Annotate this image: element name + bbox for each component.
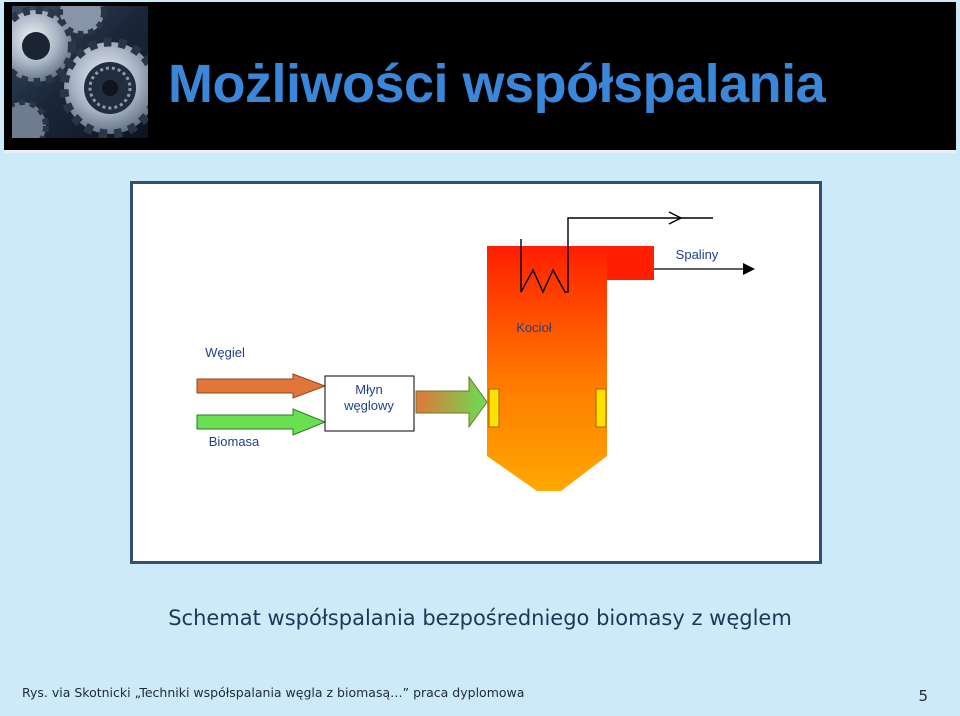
flue-gas-arrowhead	[743, 263, 755, 275]
flue-gas-duct	[607, 246, 654, 280]
coal-mill-box	[324, 375, 415, 432]
biomass-arrow	[196, 408, 327, 436]
label-biomasa: Biomasa	[209, 434, 260, 449]
burner-left	[488, 388, 500, 428]
figure-caption: Schemat współspalania bezpośredniego bio…	[168, 606, 792, 630]
label-spaliny: Spaliny	[676, 247, 719, 262]
label-kociol: Kocioł	[516, 320, 552, 335]
label-mlyn-line2: węglowy	[343, 398, 394, 413]
header-divider	[4, 150, 956, 153]
gears-image	[12, 6, 148, 138]
slide-title: Możliwości współspalania	[168, 54, 826, 114]
steam-outlet-arrowhead	[668, 211, 683, 225]
cofiring-diagram: Spaliny Kocioł Węgiel Młyn węglowy Bioma…	[130, 181, 822, 564]
slide-header	[4, 2, 956, 150]
page-number: 5	[918, 687, 928, 705]
burner-right	[595, 388, 607, 428]
label-mlyn-line1: Młyn	[355, 382, 382, 397]
boiler	[487, 246, 654, 491]
coal-arrow	[196, 373, 327, 399]
mixed-fuel-arrow	[415, 375, 488, 429]
label-wegiel: Węgiel	[205, 345, 245, 360]
figure-source: Rys. via Skotnicki „Techniki współspalan…	[22, 685, 525, 700]
heat-exchanger-coil	[520, 217, 713, 294]
